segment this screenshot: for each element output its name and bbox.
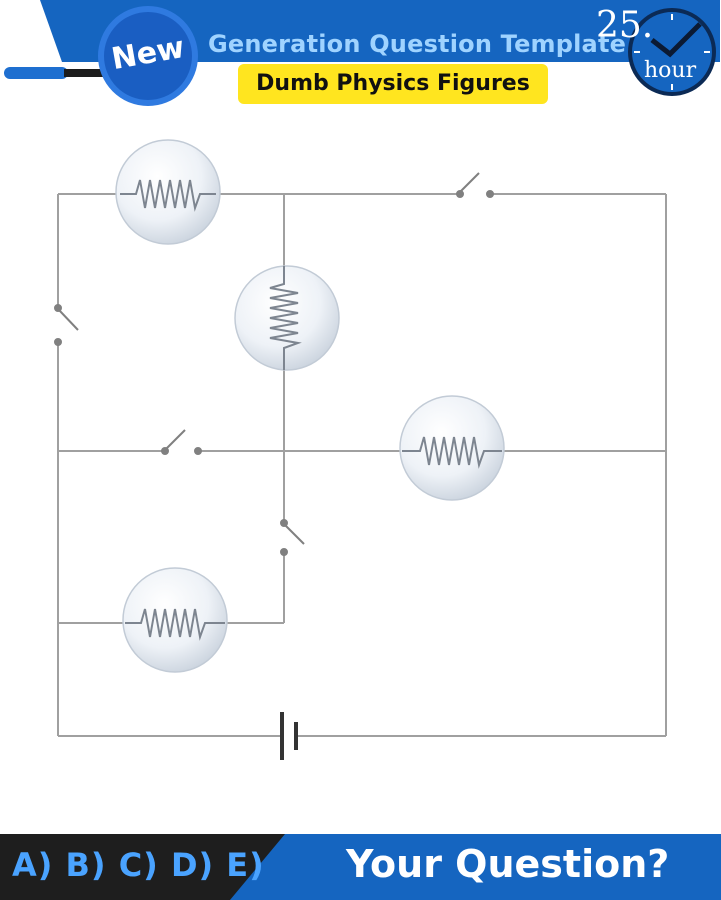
footer-blue-panel [230,834,721,900]
magnifier-icon [4,67,108,79]
subtitle-box [238,64,548,104]
resistor-bulb-icon [399,395,505,501]
resistor-bulb-icon [122,567,228,673]
switch-icon [54,304,79,346]
hours-unit: hour [644,58,697,83]
switch-icon [280,519,305,556]
subtitle: Dumb Physics Figures [256,71,530,96]
resistor-bulb-icon [234,265,340,371]
hours-number: 25. [596,5,654,46]
resistor-bulb-icon [115,139,221,245]
battery-icon [280,712,298,760]
answer-choices: A) B) C) D) E) [12,846,265,884]
header-title: Generation Question Template [208,30,627,58]
question-prompt: Your Question? [346,842,670,886]
switch-icon [161,429,202,455]
switch-icon [456,172,494,198]
clock-icon [628,8,716,96]
new-badge [98,6,198,106]
